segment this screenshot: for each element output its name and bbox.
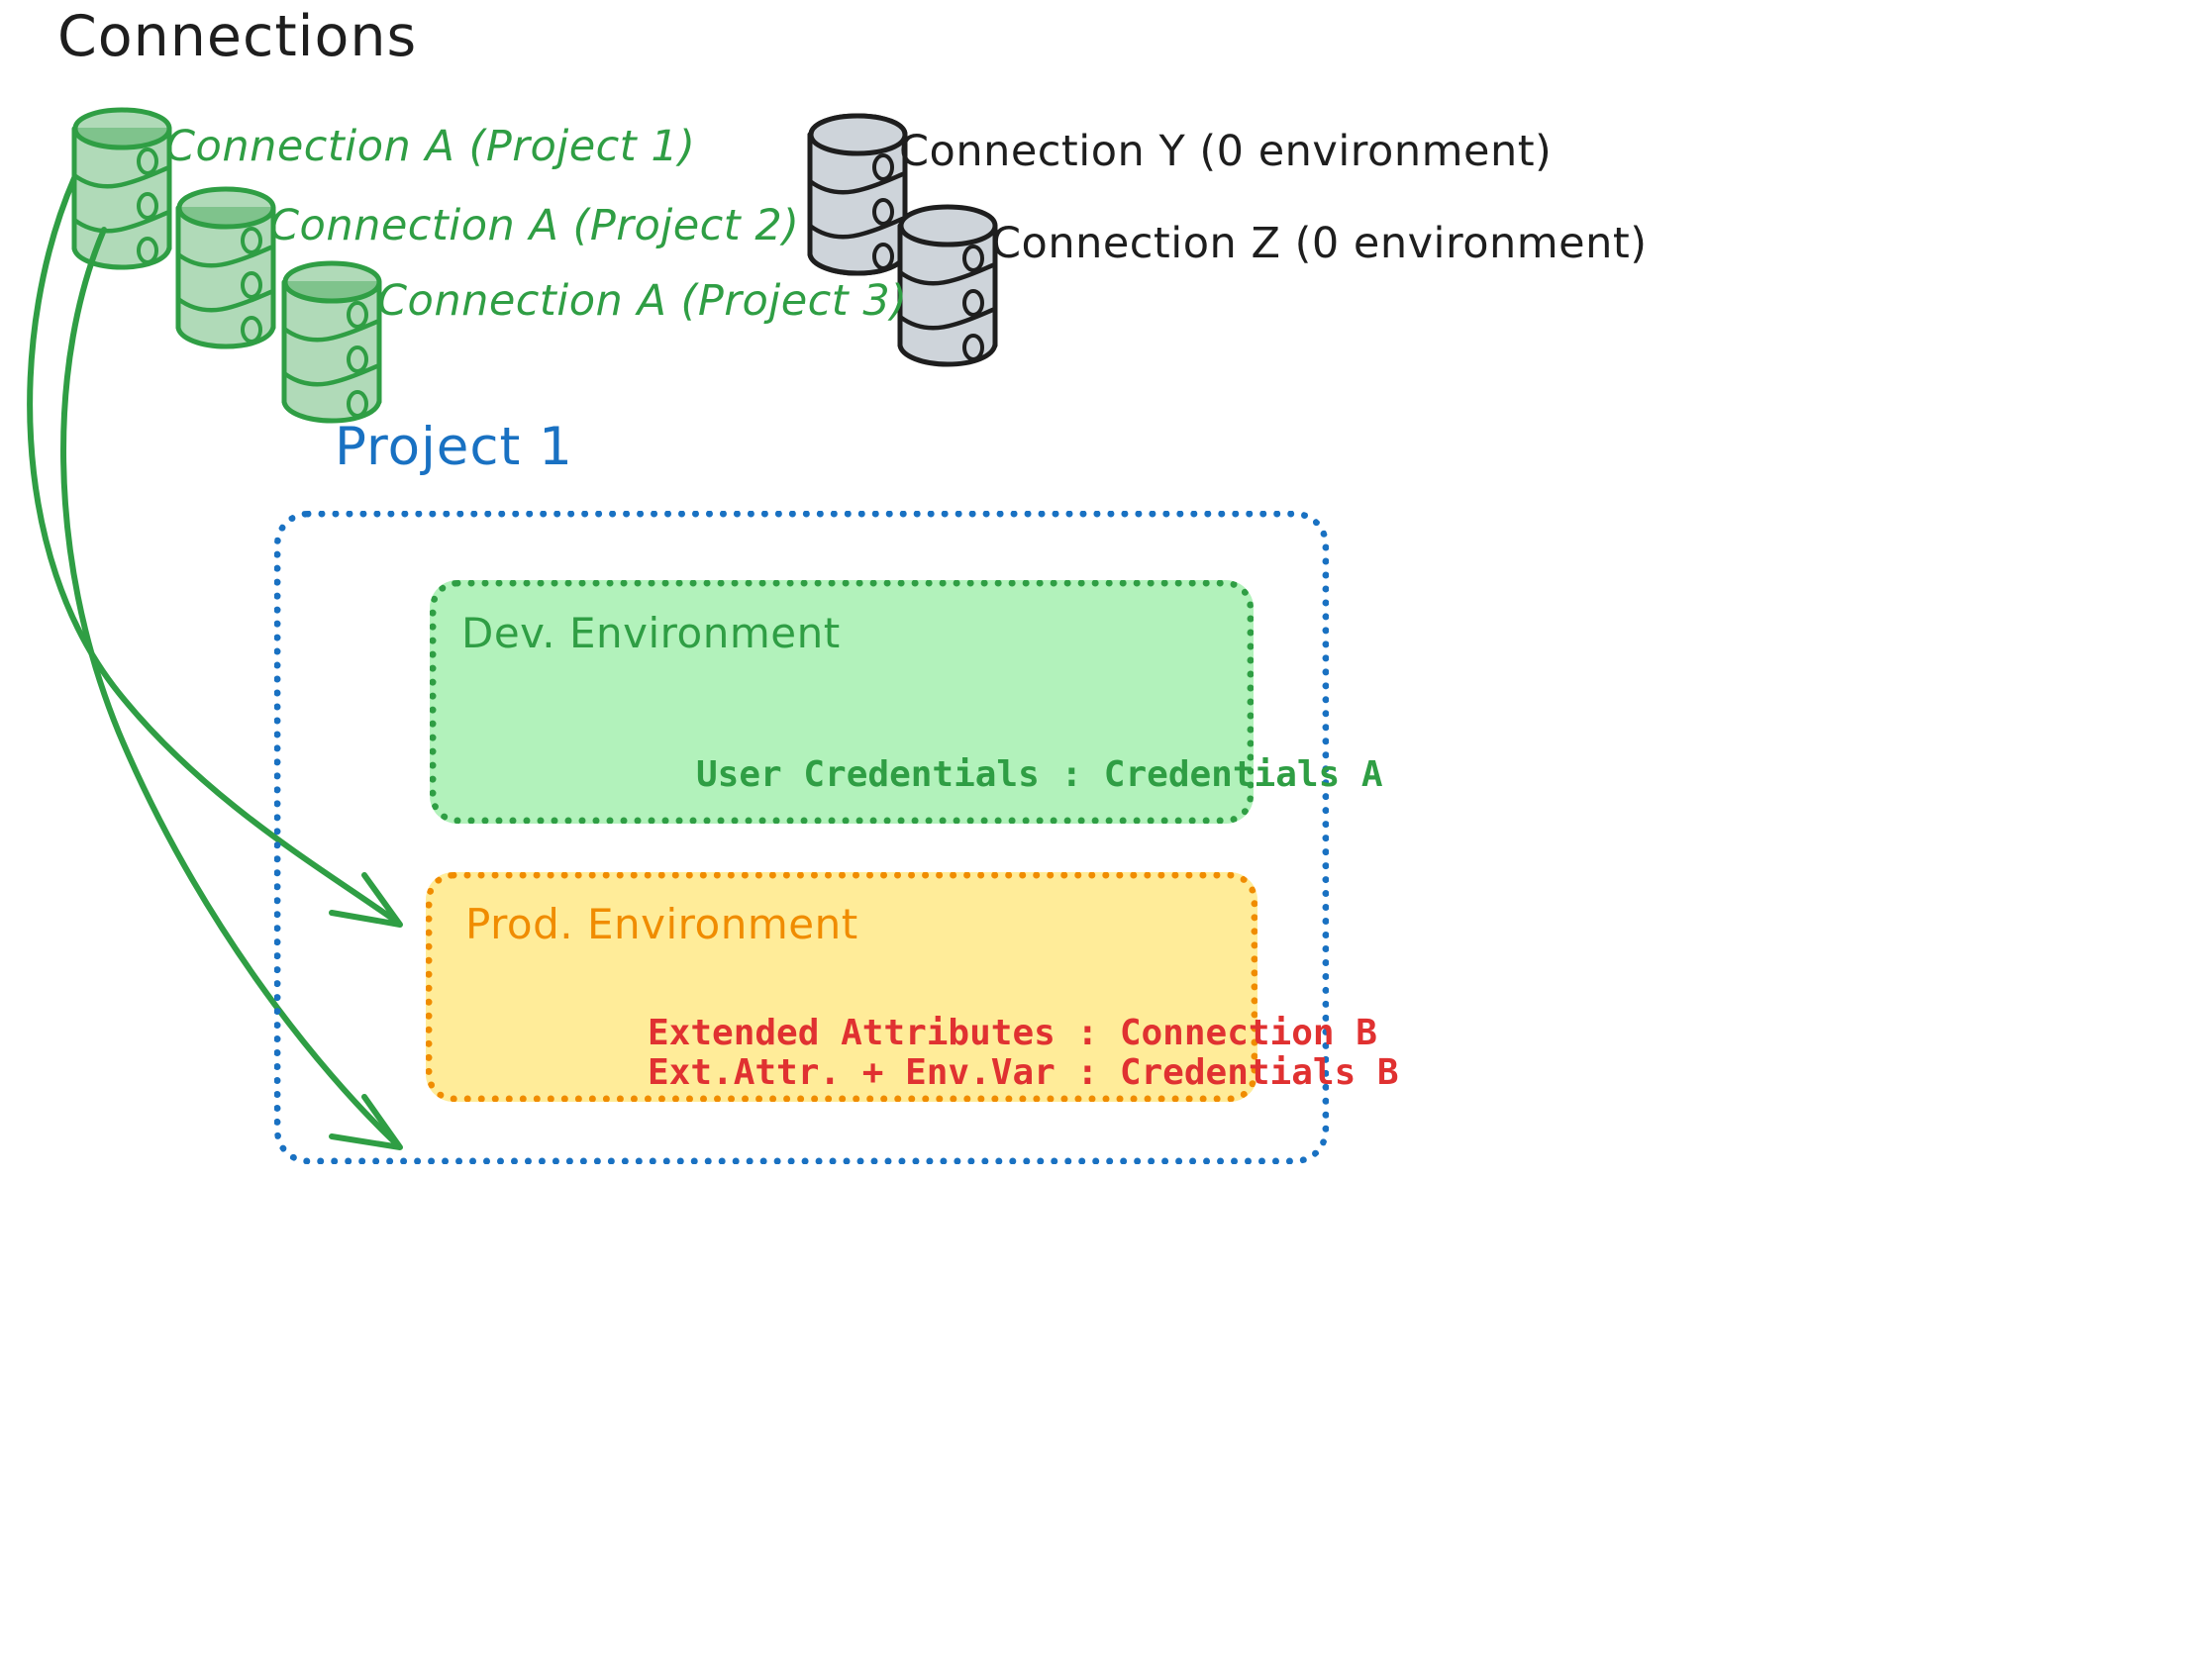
dev-environment-title: Dev. Environment bbox=[461, 609, 841, 657]
database-icon-connection-a-project-1 bbox=[74, 109, 169, 267]
connection-label-z: Connection Z (0 environment) bbox=[991, 219, 1648, 268]
connection-label-a-project-3: Connection A (Project 3) bbox=[377, 276, 908, 326]
connection-label-y: Connection Y (0 environment) bbox=[899, 127, 1553, 176]
database-icon-connection-a-project-3 bbox=[284, 262, 379, 421]
dev-environment-box[interactable] bbox=[430, 580, 1254, 824]
prod-environment-title: Prod. Environment bbox=[465, 900, 858, 948]
connection-label-a-project-1: Connection A (Project 1) bbox=[165, 122, 696, 171]
arrow-connection-a-to-prod-environment bbox=[60, 227, 403, 1150]
database-icon-connection-y bbox=[807, 115, 908, 276]
prod-environment-line-2: Ext.Attr. + Env.Var : Credentials B bbox=[648, 1052, 1399, 1093]
connection-label-a-project-2: Connection A (Project 2) bbox=[269, 201, 800, 250]
dev-environment-line-1: User Credentials : Credentials A bbox=[696, 754, 1383, 795]
page-title: Connections bbox=[57, 4, 418, 69]
project-title: Project 1 bbox=[335, 417, 573, 477]
database-icon-connection-a-project-2 bbox=[178, 188, 273, 346]
prod-environment-line-1: Extended Attributes : Connection B bbox=[648, 1013, 1377, 1053]
arrow-connection-a-to-dev-environment bbox=[27, 175, 403, 928]
prod-environment-box[interactable] bbox=[426, 872, 1257, 1102]
database-icon-connection-z bbox=[897, 204, 998, 367]
project-1-container bbox=[274, 511, 1329, 1164]
